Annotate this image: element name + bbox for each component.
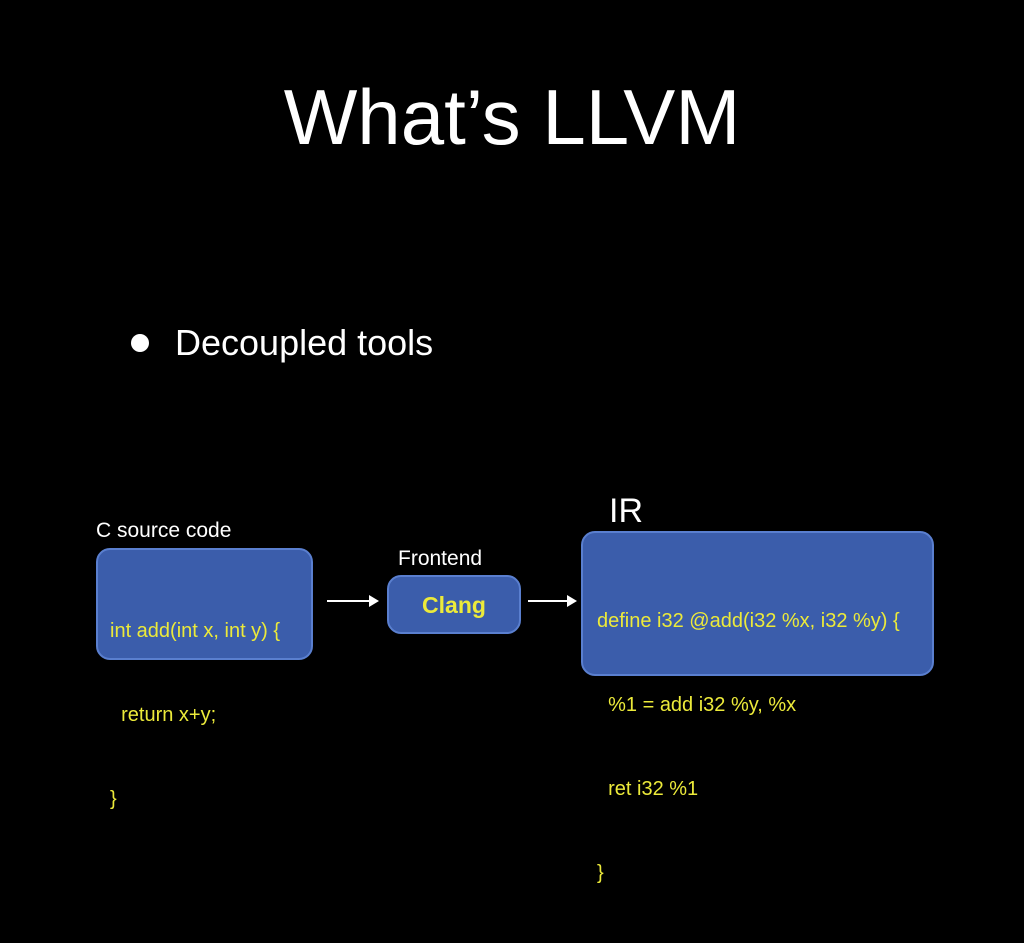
ir-code-box: define i32 @add(i32 %x, i32 %y) { %1 = a… [581, 531, 934, 884]
frontend-label: Frontend [398, 547, 483, 570]
code-line: } [597, 862, 604, 884]
source-code-box: int add(int x, int y) { return x+y; } [96, 548, 313, 810]
source-label: C source code [96, 519, 232, 542]
code-line: return x+y; [110, 704, 217, 726]
ir-label: IR [609, 492, 643, 530]
bullet-icon [131, 334, 149, 352]
slide-title: What’s LLVM [283, 73, 741, 161]
code-line: define i32 @add(i32 %x, i32 %y) { [597, 610, 900, 632]
bullet-text: Decoupled tools [175, 322, 434, 363]
clang-box: Clang [387, 575, 521, 634]
clang-label: Clang [422, 592, 486, 618]
arrow-icon [528, 595, 577, 607]
code-line: ret i32 %1 [597, 778, 699, 800]
arrow-icon [327, 595, 379, 607]
code-line: int add(int x, int y) { [110, 620, 281, 642]
code-line: %1 = add i32 %y, %x [597, 694, 797, 716]
code-line: } [110, 788, 117, 810]
